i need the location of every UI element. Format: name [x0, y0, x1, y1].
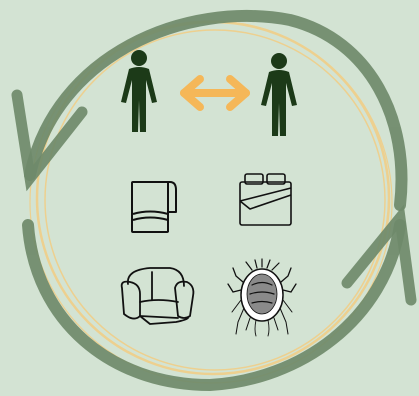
- double-arrow-icon: [184, 79, 246, 107]
- sofa-icon: [122, 268, 194, 324]
- cycle-ring: [28, 16, 402, 385]
- person-icon: [261, 53, 297, 136]
- bed-icon: [240, 174, 291, 225]
- cycle-arrowheads: [17, 95, 411, 300]
- towel-icon: [132, 182, 176, 232]
- person-icon: [121, 50, 157, 132]
- mite-icon: [228, 259, 296, 336]
